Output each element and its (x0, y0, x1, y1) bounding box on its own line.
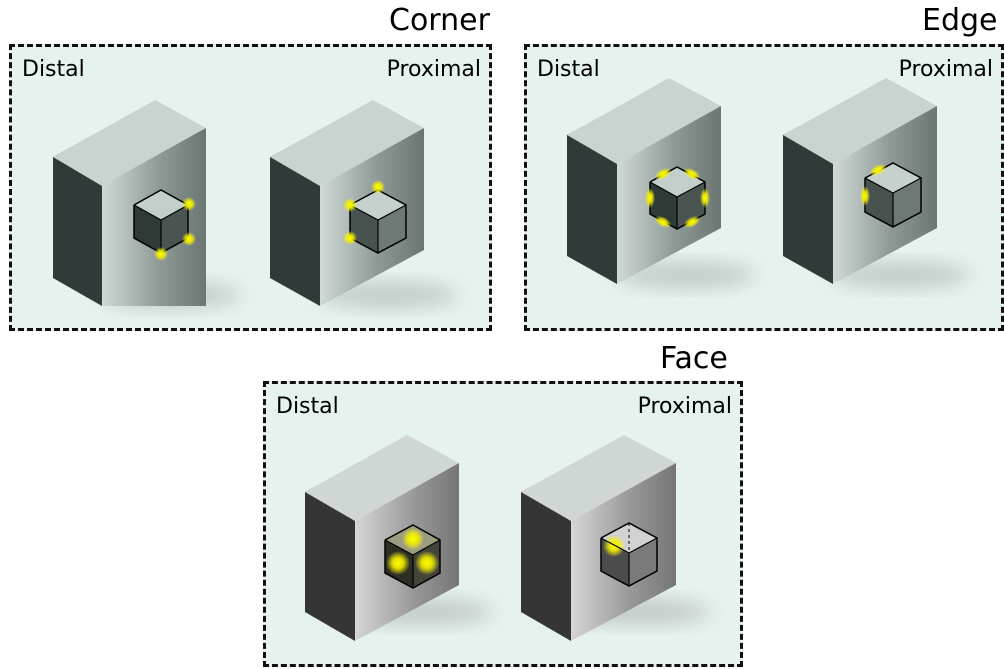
face-proximal-label: Proximal (637, 394, 732, 419)
edge-proximal-small-cube (860, 162, 922, 228)
edge-distal-label: Distal (537, 57, 600, 82)
corner-title: Corner (389, 3, 490, 38)
face-title: Face (660, 341, 728, 376)
corner-distal-label: Distal (22, 57, 85, 82)
face-proximal-small-cube (600, 522, 658, 587)
edge-title: Edge (922, 3, 998, 38)
corner-proximal-small-cube (343, 180, 407, 254)
corner-distal-small-cube (133, 189, 196, 261)
face-distal-small-cube (384, 524, 441, 589)
edge-distal-small-cube (645, 166, 710, 230)
edge-proximal-label: Proximal (898, 57, 993, 82)
corner-proximal-label: Proximal (386, 57, 481, 82)
face-distal-label: Distal (276, 394, 339, 419)
